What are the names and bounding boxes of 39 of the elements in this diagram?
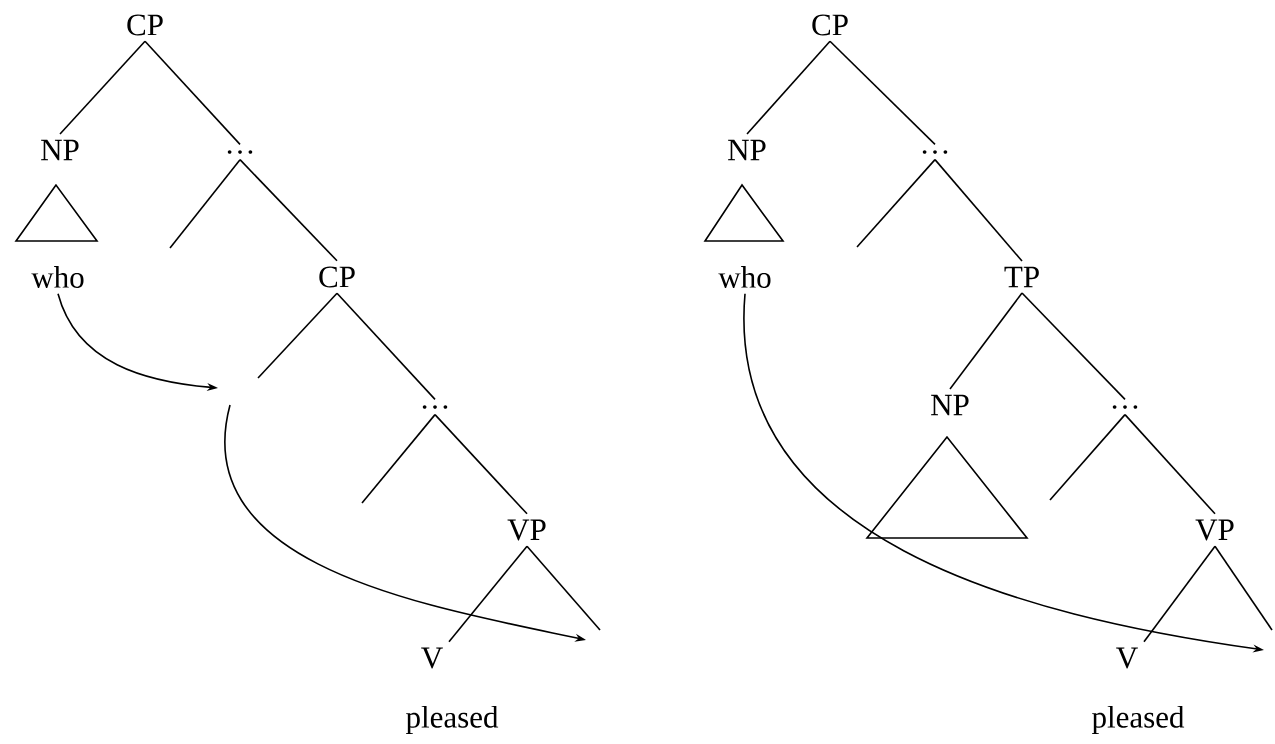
tree-label: pleased bbox=[406, 705, 499, 735]
tree-branch bbox=[526, 545, 601, 631]
tree-label: V bbox=[421, 647, 443, 669]
tree-branch bbox=[829, 40, 936, 146]
tree-branch bbox=[1143, 545, 1216, 643]
tree-label: VP bbox=[507, 519, 546, 541]
tree-label: pleased bbox=[1092, 705, 1185, 735]
tree-label: … bbox=[1112, 405, 1138, 409]
tree-branch bbox=[1124, 413, 1216, 515]
tree-label: … bbox=[227, 150, 253, 154]
tree-label: NP bbox=[41, 139, 79, 161]
tree-label: who bbox=[31, 266, 84, 288]
tree-branch bbox=[144, 40, 241, 146]
tree-branch bbox=[336, 292, 436, 401]
tree-label: NP bbox=[728, 139, 766, 161]
tree-branch bbox=[1021, 292, 1126, 401]
tree-label: VP bbox=[1195, 519, 1234, 541]
tree-branch bbox=[59, 40, 146, 135]
tree-label: V bbox=[1116, 647, 1138, 669]
tree-branch bbox=[257, 292, 338, 379]
tree-label: CP bbox=[319, 266, 355, 288]
tree-label: … bbox=[922, 150, 948, 154]
tree-branch bbox=[1214, 545, 1273, 631]
tree-label: who bbox=[718, 266, 771, 288]
tree-branch bbox=[239, 158, 338, 262]
tree-branch bbox=[169, 158, 241, 249]
tree-label: CP bbox=[127, 14, 163, 36]
tree-branch bbox=[949, 292, 1023, 390]
tree-branch bbox=[856, 158, 936, 248]
tree-branch bbox=[934, 158, 1023, 262]
tree-branch bbox=[1049, 413, 1126, 501]
tree-label: TP bbox=[1004, 266, 1039, 288]
tree-branch bbox=[448, 545, 528, 643]
tree-label: CP bbox=[812, 14, 848, 36]
tree-branch bbox=[361, 413, 436, 504]
tree-branch bbox=[434, 413, 528, 515]
tree-branch bbox=[746, 40, 831, 135]
tree-label: NP bbox=[931, 394, 969, 416]
tree-label: … bbox=[422, 405, 448, 409]
